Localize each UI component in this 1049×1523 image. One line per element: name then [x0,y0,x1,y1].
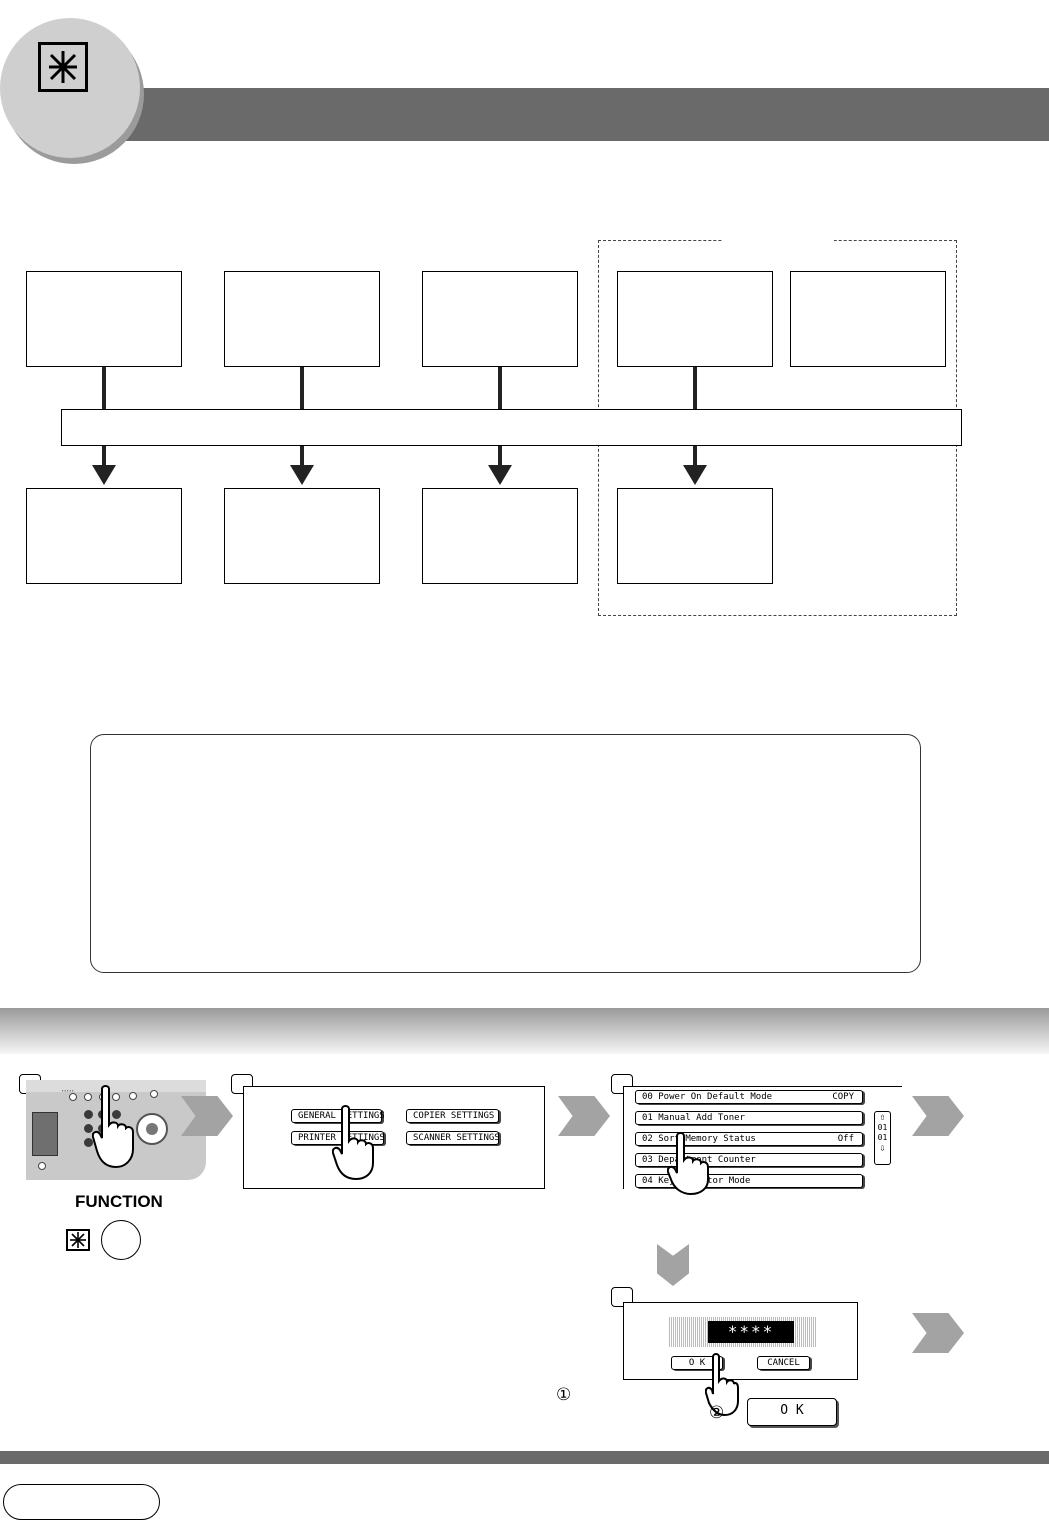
panel-indicator [112,1093,120,1101]
function-key-button[interactable] [101,1220,141,1260]
panel-stop-key [150,1090,158,1098]
footer-bar [0,1451,1049,1464]
panel-indicator [38,1162,46,1170]
note-box [90,734,921,973]
flow-connector [693,446,697,466]
settings-box-2 [224,271,380,367]
scanner-settings-button[interactable]: SCANNER SETTINGS [406,1131,500,1145]
flow-connector [300,367,304,410]
down-arrow-icon [488,465,512,485]
pointing-hand-icon [332,1105,374,1181]
flow-connector [102,367,106,410]
panel-indicator [84,1093,92,1101]
down-arrow-icon [290,465,314,485]
result-box-2 [224,488,380,584]
down-arrow-icon [92,465,116,485]
result-box-3 [422,488,578,584]
password-screen: **** O K CANCEL [623,1302,858,1380]
setting-row-label: 02 Sort Memory Status [642,1134,756,1144]
setting-row-label: 00 Power On Default Mode [642,1092,773,1102]
setting-row[interactable]: 00 Power On Default Mode COPY [635,1090,863,1104]
setting-row-label: 01 Manual Add Toner [642,1113,745,1123]
step-marker-1: ① [556,1385,572,1404]
ok-button-large[interactable]: O K [747,1398,837,1426]
flow-connector [498,367,502,410]
flow-connector [102,446,106,466]
setting-row-value: COPY [832,1092,854,1102]
setting-row[interactable]: 01 Manual Add Toner [635,1111,863,1125]
panel-key [84,1110,93,1119]
down-chevron-icon [657,1244,689,1286]
pointing-hand-icon [705,1353,739,1417]
next-step-chevron-icon [912,1096,964,1136]
scroll-down-icon[interactable]: ⇩ [879,1143,886,1154]
function-key-label: FUNCTION [75,1192,163,1211]
settings-menu-screen: GENERAL SETTINGS COPIER SETTINGS PRINTER… [243,1086,545,1189]
panel-key-labels: ▪ ▪ ▪ ▪ ▪ [62,1088,74,1093]
result-box-4 [617,488,773,584]
pointing-hand-icon [92,1085,134,1169]
settings-box-1 [26,271,182,367]
panel-lcd [32,1112,58,1156]
panel-key-strip [26,1080,206,1092]
flow-connector [693,367,697,410]
panel-key [84,1138,93,1147]
panel-start-key [136,1113,168,1145]
procedure-band [0,1008,1049,1054]
panel-clear-key [129,1092,137,1100]
page-total: 01 [877,1133,888,1142]
pointing-hand-icon [667,1132,709,1196]
panel-key [112,1110,121,1119]
result-box-1 [26,488,182,584]
flow-connector [498,446,502,466]
header-badge [0,18,140,158]
flow-band [61,409,962,446]
next-step-chevron-icon [912,1313,964,1353]
settings-box-4 [617,271,773,367]
password-field[interactable]: **** [708,1321,794,1343]
step-marker-2: ② [709,1403,725,1422]
scroll-up-icon[interactable]: ⇧ [879,1112,886,1123]
settings-box-5 [790,271,946,367]
function-key-icon [66,1229,90,1251]
next-step-chevron-icon [558,1096,610,1136]
page-scroller: ⇧ 01 01 ⇩ [874,1111,891,1165]
optional-group-frame-gap [722,236,834,244]
page-tab-pill [3,1484,160,1520]
header-bar [110,88,1049,141]
general-settings-screen: 00 Power On Default Mode COPY 01 Manual … [623,1086,902,1189]
panel-indicator [69,1093,77,1101]
setting-row-value: Off [837,1134,854,1144]
copier-settings-button[interactable]: COPIER SETTINGS [406,1109,499,1123]
function-key-icon [38,42,88,92]
ok-button[interactable]: O K [671,1356,723,1370]
panel-key [84,1124,93,1133]
flow-connector [300,446,304,466]
down-arrow-icon [683,465,707,485]
setting-row[interactable]: 02 Sort Memory Status Off [635,1132,863,1146]
cancel-button[interactable]: CANCEL [757,1356,810,1370]
panel-start-key-center [146,1123,158,1135]
settings-box-3 [422,271,578,367]
page-current: 01 [877,1123,888,1132]
